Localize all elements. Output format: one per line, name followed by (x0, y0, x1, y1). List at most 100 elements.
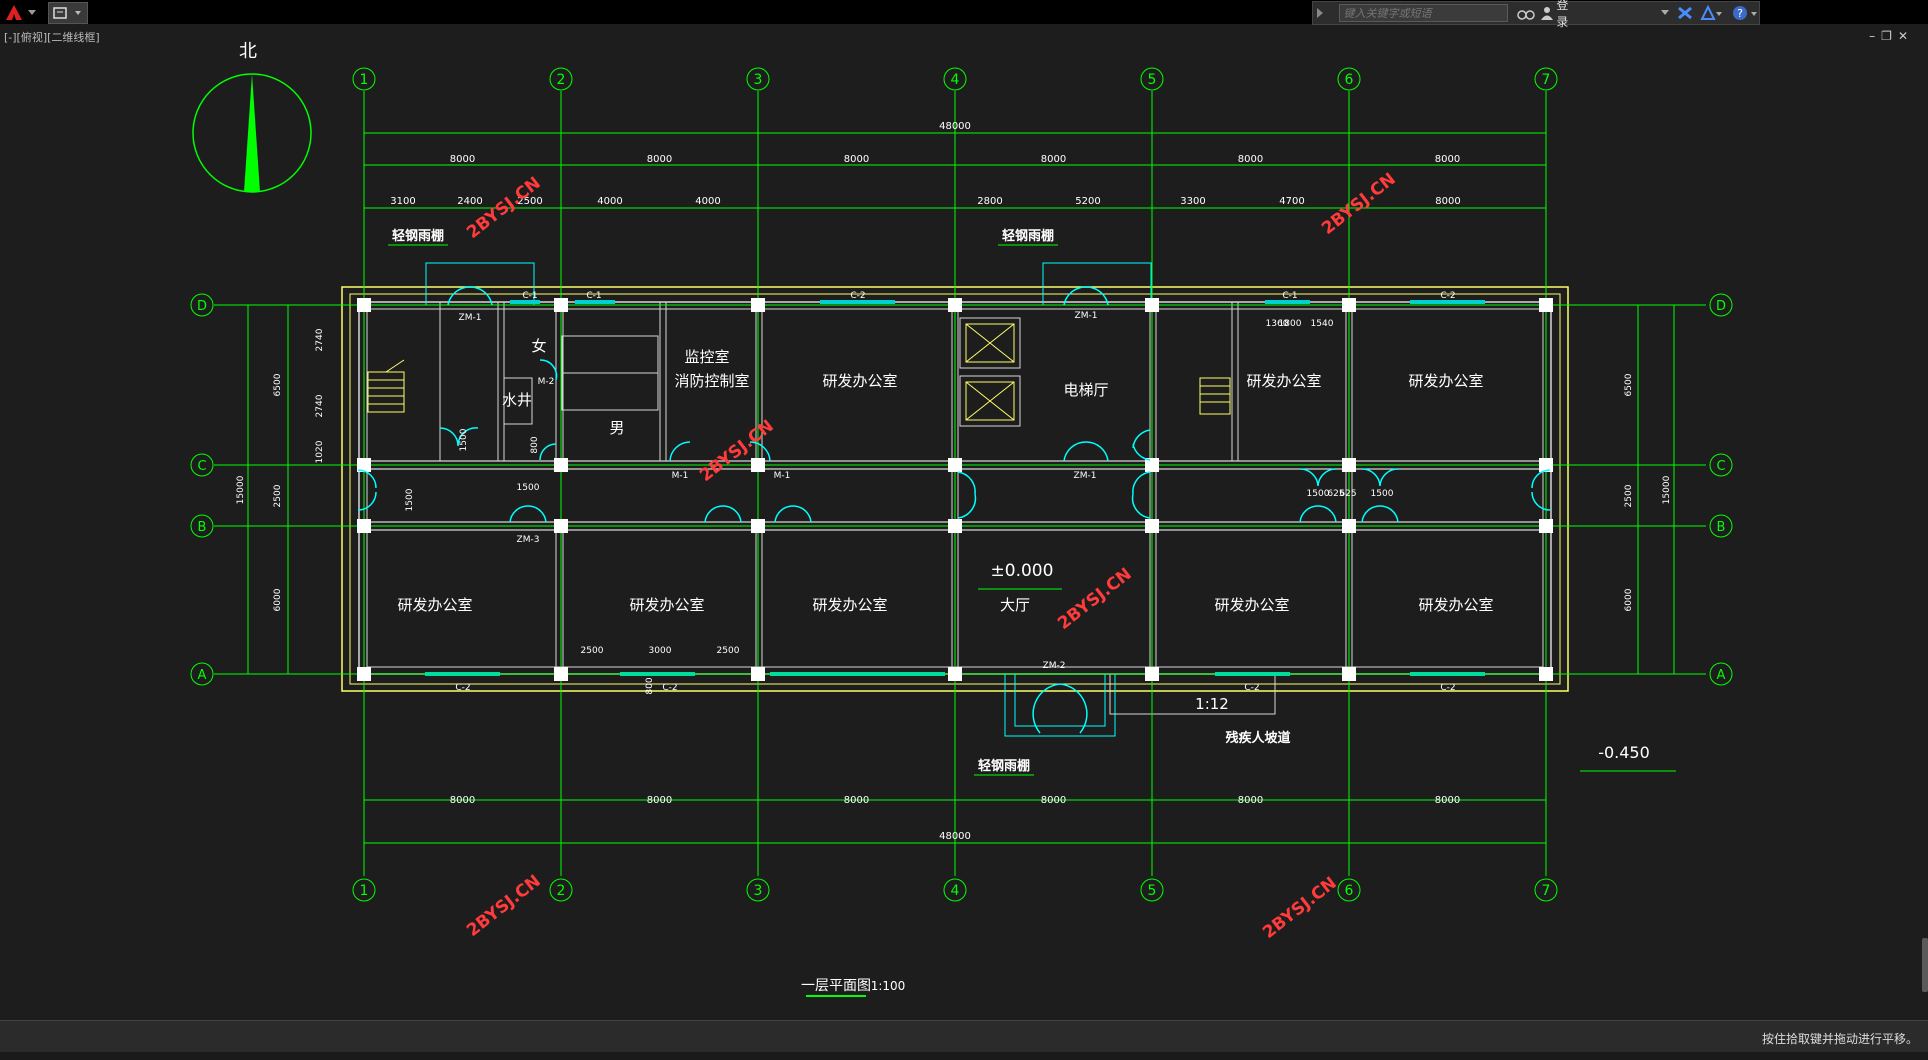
north-label: 北 (239, 41, 257, 62)
door-label: M-1 (774, 471, 791, 481)
axis-bubble (1709, 293, 1733, 317)
minimize-icon[interactable]: – (1869, 29, 1882, 43)
dimension-text: 8000 (1435, 154, 1460, 165)
dimension-text: 2740 (315, 328, 325, 351)
watermark-text: 2BYSJ.CN (463, 871, 545, 941)
axis-label: 5 (1148, 72, 1157, 88)
status-text: 按住拾取键并拖动进行平移。 (1761, 1032, 1918, 1046)
column (1539, 667, 1553, 681)
dimension-text: 2500 (581, 646, 604, 656)
axis-label: 2 (557, 883, 566, 899)
column (554, 519, 568, 533)
ramp-label: 残疾人坡道 (1225, 730, 1290, 746)
dimension-text: 1540 (1311, 319, 1334, 329)
dimension-text: 6000 (273, 588, 283, 611)
room-label: 女 (531, 337, 546, 355)
axis-label: 4 (951, 883, 960, 899)
column (751, 667, 765, 681)
dimension-text: 1500 (1307, 489, 1330, 499)
axis-label: 6 (1345, 883, 1354, 899)
axis-label: B (198, 520, 207, 535)
column (554, 667, 568, 681)
dimension-text: 800 (645, 677, 655, 694)
axis-label: 5 (1148, 883, 1157, 899)
room-label: 研发办公室 (1246, 372, 1321, 390)
dimension-text: 15000 (236, 475, 246, 504)
axis-label: 1 (360, 883, 369, 899)
app-menu-button[interactable] (2, 2, 42, 22)
dimension-text: 8000 (450, 154, 475, 165)
door-label: M-2 (538, 377, 555, 387)
viewport-window-controls: –❐✕ (1869, 29, 1914, 43)
door-label: ZM-1 (1074, 471, 1097, 481)
dropdown-arrow-icon (28, 10, 36, 15)
canopy-label: 轻钢雨棚 (978, 758, 1030, 774)
axis-label: D (197, 299, 207, 314)
axis-label: D (1716, 299, 1726, 314)
dimension-text: 8000 (1041, 154, 1066, 165)
dimension-text: 48000 (939, 831, 971, 842)
column (948, 519, 962, 533)
column (751, 519, 765, 533)
column (357, 519, 371, 533)
column (1145, 519, 1159, 533)
dimension-text: 1500 (459, 428, 469, 451)
door-label: ZM-2 (1043, 661, 1066, 671)
binoculars-icon[interactable] (1516, 5, 1535, 21)
axis-bubble (1709, 453, 1733, 477)
dimension-text: 5200 (1075, 196, 1100, 207)
axis-label: 1 (360, 72, 369, 88)
status-bar: 按住拾取键并拖动进行平移。 (0, 1020, 1928, 1053)
dimension-text: 1500 (405, 488, 415, 511)
triangle-icon[interactable] (1699, 5, 1723, 21)
axis-label: C (1716, 459, 1725, 474)
column (554, 298, 568, 312)
north-arrow-icon (244, 74, 260, 192)
scrollbar-thumb[interactable] (1922, 938, 1928, 992)
help-icon[interactable]: ? (1732, 5, 1759, 21)
room-label: 研发办公室 (1408, 372, 1483, 390)
dimension-text: 2800 (977, 196, 1002, 207)
axis-bubble (1709, 514, 1733, 538)
room-label: 男 (609, 419, 624, 437)
column (357, 667, 371, 681)
expand-arrow-icon[interactable] (1315, 6, 1325, 20)
viewport-label[interactable]: [-][俯视][二维线框] (4, 31, 100, 44)
column (1145, 458, 1159, 472)
canopy-label: 轻钢雨棚 (1002, 228, 1054, 244)
dimension-text: 800 (530, 436, 540, 453)
login-dropdown-icon[interactable] (1659, 8, 1672, 18)
column (357, 458, 371, 472)
column (1539, 298, 1553, 312)
login-button[interactable]: 登录 (1556, 0, 1569, 29)
close-icon[interactable]: ✕ (1897, 29, 1914, 43)
elevation-zero: ±0.000 (991, 561, 1054, 581)
dimension-text: 8000 (1435, 795, 1460, 806)
canopy-label: 轻钢雨棚 (392, 228, 444, 244)
dimension-text: 3300 (1180, 196, 1205, 207)
exchange-icon[interactable] (1676, 5, 1693, 21)
column (948, 458, 962, 472)
dimension-text: 6000 (1624, 588, 1634, 611)
watermark-text: 2BYSJ.CN (1318, 169, 1400, 239)
dimension-text: 8000 (647, 795, 672, 806)
room-label: 研发办公室 (822, 372, 897, 390)
axis-bubble (746, 67, 770, 91)
workspace-button[interactable] (48, 2, 88, 24)
dimension-text: 2500 (717, 646, 740, 656)
column (948, 298, 962, 312)
dimension-text: 2500 (273, 484, 283, 507)
column (1145, 298, 1159, 312)
axis-bubble (1709, 662, 1733, 686)
search-input[interactable] (1338, 4, 1509, 22)
room-label: 研发办公室 (397, 596, 472, 614)
window-label: C-2 (1244, 683, 1259, 693)
column (751, 298, 765, 312)
window-label: C-2 (1440, 683, 1455, 693)
restore-icon[interactable]: ❐ (1881, 29, 1898, 43)
dimension-text: 625 (1327, 489, 1344, 499)
axis-bubble (1534, 878, 1558, 902)
annotations: 4800048000800080008000800080008000800080… (192, 41, 1676, 997)
